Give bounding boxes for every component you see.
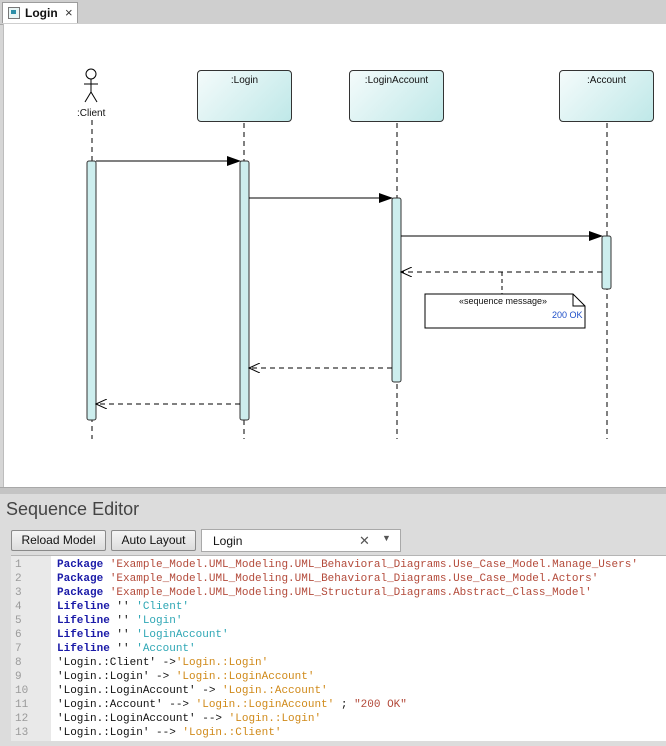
lifeline-account-head[interactable]: :Account <box>559 70 654 122</box>
activation-account <box>601 235 612 290</box>
code-text: 'Login.:Client' ->'Login.:Login' <box>57 657 268 669</box>
code-token: 'Example_Model.UML_Modeling.UML_Structur… <box>109 587 592 599</box>
line-number: 6 <box>15 629 22 641</box>
line-number: 7 <box>15 643 22 655</box>
code-text: Package 'Example_Model.UML_Modeling.UML_… <box>57 587 592 599</box>
lifeline-login-head[interactable]: :Login <box>197 70 292 122</box>
code-token: 'Login.:LoginAccount' --> <box>57 713 229 725</box>
code-token: Package <box>57 587 104 599</box>
code-token: 'Login' <box>136 615 183 627</box>
line-number: 4 <box>15 601 22 613</box>
code-token: 'Login.:Login' --> <box>57 727 183 739</box>
diagram-icon <box>8 7 20 19</box>
note-box <box>424 293 586 329</box>
lifeline-label: :Login <box>230 75 259 86</box>
line-number: 13 <box>15 727 29 739</box>
chevron-down-icon[interactable]: ▼ <box>382 533 391 543</box>
code-token: Lifeline <box>57 615 110 627</box>
diagram-canvas[interactable]: :Client :Login :LoginAccount :Account «s… <box>3 24 666 487</box>
clear-icon[interactable]: ✕ <box>359 533 370 548</box>
line-number: 5 <box>15 615 22 627</box>
code-token: Lifeline <box>57 601 110 613</box>
splitter[interactable] <box>0 487 666 495</box>
code-token: '' <box>109 643 137 655</box>
actor-client-icon[interactable] <box>84 68 98 103</box>
code-token <box>103 573 110 585</box>
editor-title: Sequence Editor <box>6 499 140 519</box>
sequence-editor-panel: Sequence Editor Reload Model Auto Layout… <box>0 494 666 746</box>
code-token: 'Account' <box>136 643 196 655</box>
code-token: 'Example_Model.UML_Modeling.UML_Behavior… <box>109 573 599 585</box>
diagram-select[interactable]: Login ✕ ▼ <box>201 529 401 552</box>
code-token: 'LoginAccount' <box>136 629 229 641</box>
activation-login <box>239 160 250 421</box>
code-token <box>103 559 110 571</box>
activation-client <box>86 160 97 421</box>
code-token: 'Login.:Login' <box>175 657 269 669</box>
code-text: Lifeline '' 'Account' <box>57 643 196 655</box>
line-number: 1 <box>15 559 22 571</box>
code-token: 'Login.:Client' <box>182 727 282 739</box>
code-token: Package <box>57 573 104 585</box>
activation-loginaccount <box>391 197 402 383</box>
line-number: 3 <box>15 587 22 599</box>
code-token: 'Login.:Client' -> <box>57 657 176 669</box>
diagram-select-value: Login <box>213 534 243 548</box>
code-text: Package 'Example_Model.UML_Modeling.UML_… <box>57 559 638 571</box>
code-token: Lifeline <box>57 629 110 641</box>
tab-bar: Login × <box>0 0 666 25</box>
lifeline-label: :LoginAccount <box>364 75 429 86</box>
line-gutter <box>11 556 51 741</box>
line-number: 11 <box>15 699 29 711</box>
code-token: 'Login.:Login' <box>228 713 322 725</box>
tab-login[interactable]: Login × <box>2 2 78 23</box>
code-text: Lifeline '' 'Client' <box>57 601 189 613</box>
code-token: '' <box>109 601 137 613</box>
code-token: "200 OK" <box>354 699 407 711</box>
auto-layout-button[interactable]: Auto Layout <box>111 530 196 551</box>
code-token: 'Login.:Account' --> <box>57 699 196 711</box>
code-text: Lifeline '' 'Login' <box>57 615 182 627</box>
code-token: '' <box>109 629 137 641</box>
code-token: Lifeline <box>57 643 110 655</box>
tab-label: Login <box>25 6 58 20</box>
code-token: 'Login.:Account' <box>222 685 328 697</box>
actor-client-label: :Client <box>77 108 106 119</box>
code-token: 'Login.:Login' -> <box>57 671 176 683</box>
code-text: 'Login.:LoginAccount' -> 'Login.:Account… <box>57 685 328 697</box>
lifeline-label: :Account <box>587 75 626 86</box>
code-token: Package <box>57 559 104 571</box>
sequence-diagram <box>84 68 612 439</box>
close-icon[interactable]: × <box>65 5 73 20</box>
line-number: 10 <box>15 685 29 697</box>
lifeline-loginaccount-head[interactable]: :LoginAccount <box>349 70 444 122</box>
code-text: 'Login.:Login' -> 'Login.:LoginAccount' <box>57 671 314 683</box>
code-text: Package 'Example_Model.UML_Modeling.UML_… <box>57 573 598 585</box>
code-token: 'Login.:LoginAccount' <box>175 671 315 683</box>
code-token: 'Login.:LoginAccount' -> <box>57 685 223 697</box>
line-number: 9 <box>15 671 22 683</box>
line-number: 12 <box>15 713 29 725</box>
code-token: '' <box>109 615 137 627</box>
reload-model-button[interactable]: Reload Model <box>11 530 106 551</box>
note-stereotype: «sequence message» <box>459 296 548 306</box>
code-text: 'Login.:LoginAccount' --> 'Login.:Login' <box>57 713 321 725</box>
code-text: Lifeline '' 'LoginAccount' <box>57 629 229 641</box>
code-token: ; <box>334 699 355 711</box>
line-number: 8 <box>15 657 22 669</box>
code-text: 'Login.:Login' --> 'Login.:Client' <box>57 727 281 739</box>
note-value: 200 OK <box>552 310 583 320</box>
code-token: 'Login.:LoginAccount' <box>195 699 335 711</box>
code-token: 'Example_Model.UML_Modeling.UML_Behavior… <box>109 559 638 571</box>
line-number: 2 <box>15 573 22 585</box>
code-text: 'Login.:Account' --> 'Login.:LoginAccoun… <box>57 699 407 711</box>
code-token: 'Client' <box>136 601 190 613</box>
code-token <box>103 587 110 599</box>
